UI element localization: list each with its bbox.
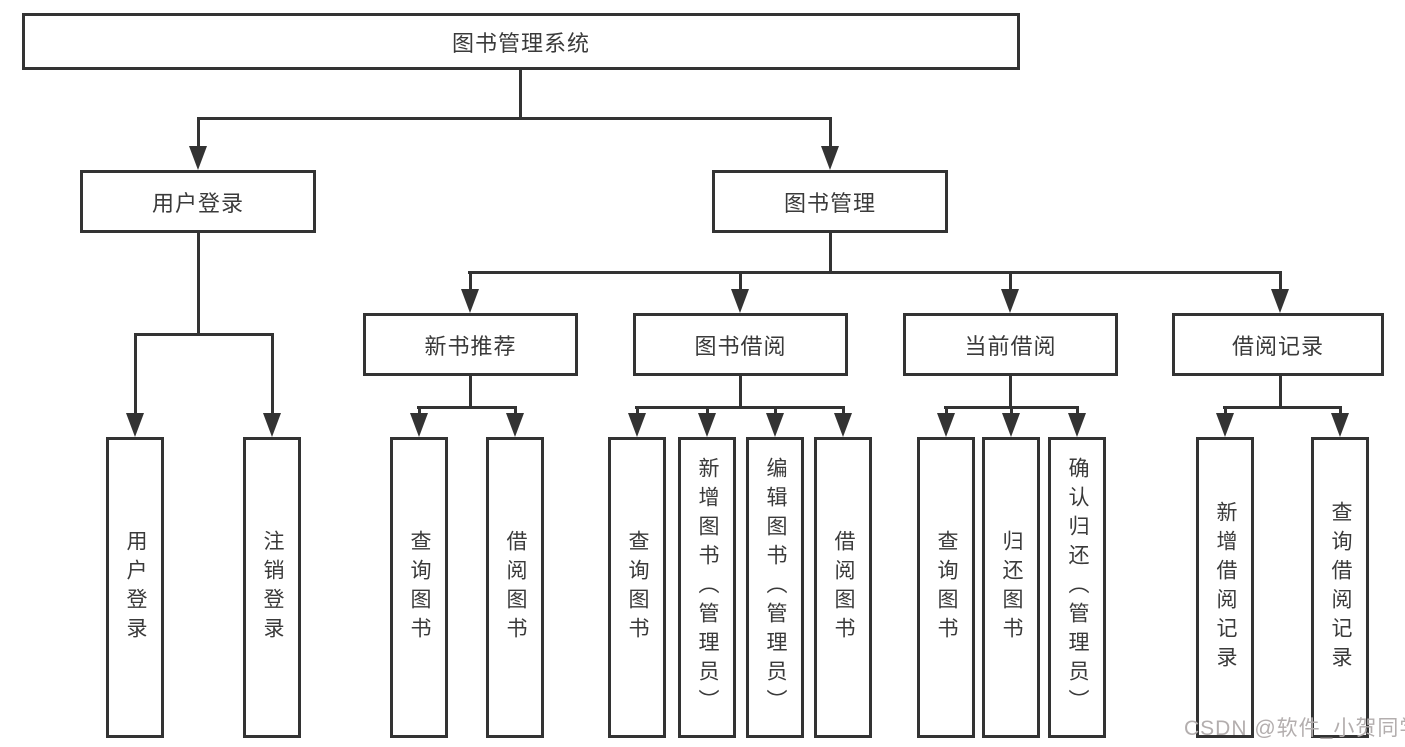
node-book-borrowing: 图书借阅 <box>633 313 848 376</box>
leaf-add-borrow-record: 新增借阅记录 <box>1196 437 1254 738</box>
node-current-borrowing: 当前借阅 <box>903 313 1118 376</box>
arrow-down-icon <box>1002 413 1020 437</box>
connector-line <box>469 271 472 291</box>
node-label: 借阅记录 <box>1231 333 1324 359</box>
node-borrowing-records: 借阅记录 <box>1172 313 1384 376</box>
arrow-down-icon <box>1001 289 1019 313</box>
csdn-watermark: CSDN @软件_小贺同学 <box>1184 717 1405 740</box>
connector-line <box>134 333 137 415</box>
connector-line <box>468 271 1281 274</box>
connector-line <box>1224 406 1227 418</box>
arrow-down-icon <box>263 413 281 437</box>
connector-line <box>1010 406 1013 418</box>
connector-line <box>469 376 472 408</box>
node-label: 归还图书 <box>1000 529 1023 646</box>
connector-line <box>1279 376 1282 408</box>
arrow-down-icon <box>126 413 144 437</box>
arrow-down-icon <box>461 289 479 313</box>
connector-line <box>1009 271 1012 291</box>
arrow-down-icon <box>821 146 839 170</box>
arrow-down-icon <box>937 413 955 437</box>
connector-line <box>1279 271 1282 291</box>
connector-line <box>514 406 517 418</box>
node-label: 注销登录 <box>261 529 284 646</box>
connector-line <box>1223 406 1342 409</box>
node-label: 借阅图书 <box>504 529 527 646</box>
node-label: 新增借阅记录 <box>1214 500 1237 675</box>
connector-line <box>1076 406 1079 418</box>
connector-line <box>1009 376 1012 408</box>
leaf-return-books: 归还图书 <box>982 437 1040 738</box>
node-label: 当前借阅 <box>964 333 1057 359</box>
node-library-system: 图书管理系统 <box>22 13 1020 70</box>
arrow-down-icon <box>628 413 646 437</box>
arrow-down-icon <box>1068 413 1086 437</box>
node-label: 查询图书 <box>408 529 431 646</box>
leaf-borrow-books-recommend: 借阅图书 <box>486 437 544 738</box>
leaf-query-borrow-record: 查询借阅记录 <box>1311 437 1369 738</box>
connector-line <box>635 406 845 409</box>
arrow-down-icon <box>834 413 852 437</box>
node-label: 查询图书 <box>626 529 649 646</box>
node-user-login: 用户登录 <box>80 170 316 233</box>
node-label: 图书管理 <box>783 190 876 216</box>
connector-line <box>774 406 777 418</box>
node-label: 查询借阅记录 <box>1329 500 1352 675</box>
connector-line <box>417 406 517 409</box>
node-label: 借阅图书 <box>832 529 855 646</box>
connector-line <box>636 406 639 418</box>
connector-line <box>1339 406 1342 418</box>
arrow-down-icon <box>506 413 524 437</box>
node-label: 用户登录 <box>124 529 147 646</box>
leaf-logout: 注销登录 <box>243 437 301 738</box>
node-label: 用户登录 <box>151 190 244 216</box>
leaf-borrow-books-borrowing: 借阅图书 <box>814 437 872 738</box>
connector-line <box>197 233 200 335</box>
leaf-user-login: 用户登录 <box>106 437 164 738</box>
connector-line <box>945 406 948 418</box>
arrow-down-icon <box>698 413 716 437</box>
arrow-down-icon <box>1331 413 1349 437</box>
connector-line <box>842 406 845 418</box>
arrow-down-icon <box>189 146 207 170</box>
connector-line <box>197 117 832 120</box>
connector-line <box>197 117 200 149</box>
connector-line <box>706 406 709 418</box>
node-label: 新书推荐 <box>424 333 517 359</box>
connector-line <box>829 117 832 149</box>
connector-line <box>134 333 274 336</box>
leaf-query-books-recommend: 查询图书 <box>390 437 448 738</box>
arrow-down-icon <box>1216 413 1234 437</box>
node-label: 确认归还（管理员） <box>1066 457 1089 718</box>
node-label: 查询图书 <box>935 529 958 646</box>
leaf-add-books-admin: 新增图书（管理员） <box>678 437 736 738</box>
node-label: 图书管理系统 <box>451 30 590 56</box>
node-label: 图书借阅 <box>694 333 787 359</box>
arrow-down-icon <box>410 413 428 437</box>
connector-line <box>418 406 421 418</box>
connector-line <box>739 271 742 291</box>
leaf-query-books-borrowing: 查询图书 <box>608 437 666 738</box>
leaf-confirm-return-admin: 确认归还（管理员） <box>1048 437 1106 738</box>
leaf-query-books-current: 查询图书 <box>917 437 975 738</box>
connector-line <box>271 333 274 415</box>
arrow-down-icon <box>1271 289 1289 313</box>
arrow-down-icon <box>731 289 749 313</box>
node-label: 编辑图书（管理员） <box>764 457 787 718</box>
node-book-management: 图书管理 <box>712 170 948 233</box>
connector-line <box>829 233 832 273</box>
leaf-edit-books-admin: 编辑图书（管理员） <box>746 437 804 738</box>
connector-line <box>739 376 742 408</box>
node-label: 新增图书（管理员） <box>696 457 719 718</box>
connector-line <box>519 70 522 118</box>
arrow-down-icon <box>766 413 784 437</box>
node-new-book-recommendation: 新书推荐 <box>363 313 578 376</box>
